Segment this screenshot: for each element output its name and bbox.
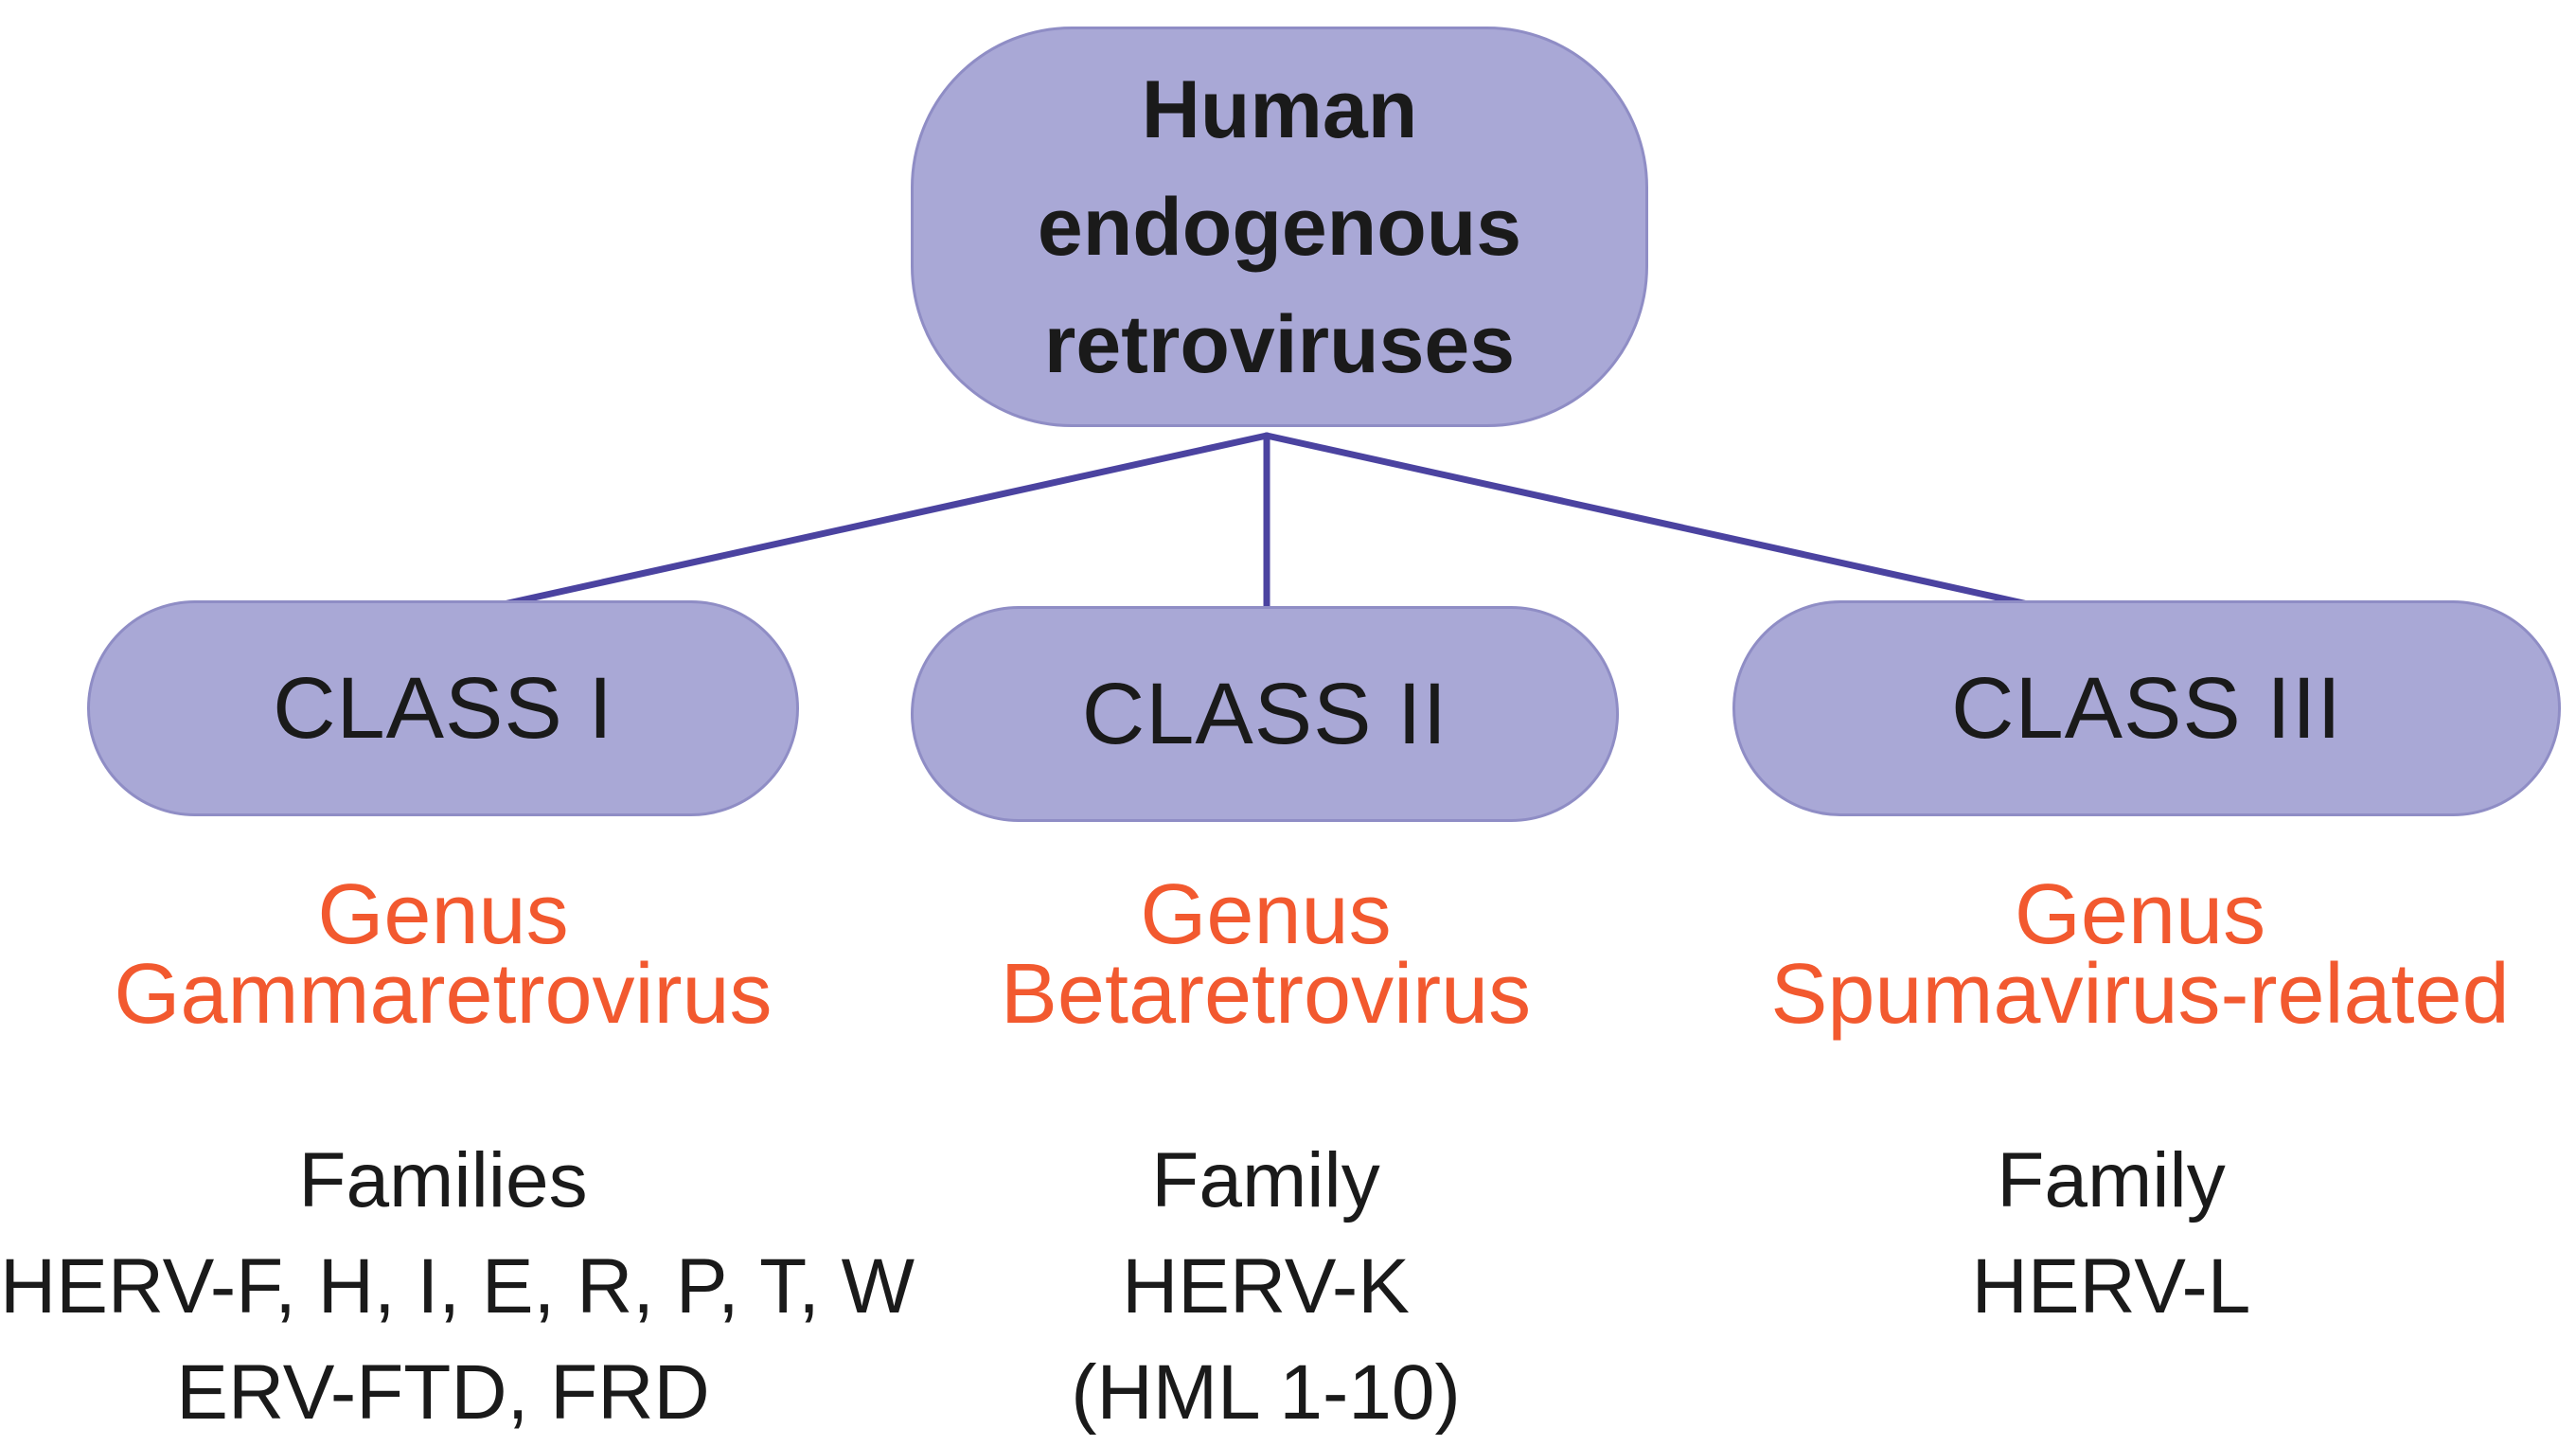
genus-line: Spumavirus-related [1770,947,2510,1042]
root-label-line: endogenous [1037,181,1522,273]
class-node-3: CLASS III [1732,600,2561,816]
genus-line: Genus [1140,867,1392,962]
family-line: Family [1151,1137,1380,1223]
root-label: Human endogenous retroviruses [1038,51,1521,403]
family-list-1: Families HERV-F, H, I, E, R, P, T, W ERV… [0,1128,915,1446]
root-label-line: retroviruses [1043,298,1516,390]
connector-root-class-1 [500,432,1270,608]
genus-line: Gammaretrovirus [114,947,773,1042]
root-label-line: Human [1141,63,1418,155]
class-node-2: CLASS II [911,606,1619,822]
connector-root-class-3 [1263,432,2032,608]
genus-line: Genus [2014,867,2266,962]
family-line: Family [1997,1137,2226,1223]
genus-label-2: Genus Betaretrovirus [852,867,1679,1042]
family-line: HERV-L [1971,1243,2251,1330]
genus-line: Betaretrovirus [1000,947,1532,1042]
family-line: ERV-FTD, FRD [176,1349,710,1436]
family-line: HERV-K [1122,1243,1410,1330]
family-list-3: Family HERV-L [1704,1128,2518,1340]
family-list-2: Family HERV-K (HML 1-10) [852,1128,1679,1446]
class-label: CLASS III [1951,659,2342,757]
class-label: CLASS II [1081,665,1448,762]
genus-label-1: Genus Gammaretrovirus [0,867,886,1042]
genus-line: Genus [317,867,569,962]
family-line: Families [298,1137,588,1223]
class-node-1: CLASS I [87,600,799,816]
root-node: Human endogenous retroviruses [911,27,1648,427]
family-line: HERV-F, H, I, E, R, P, T, W [0,1243,915,1330]
class-label: CLASS I [273,659,613,757]
family-line: (HML 1-10) [1071,1349,1461,1436]
genus-label-3: Genus Spumavirus-related [1704,867,2576,1042]
